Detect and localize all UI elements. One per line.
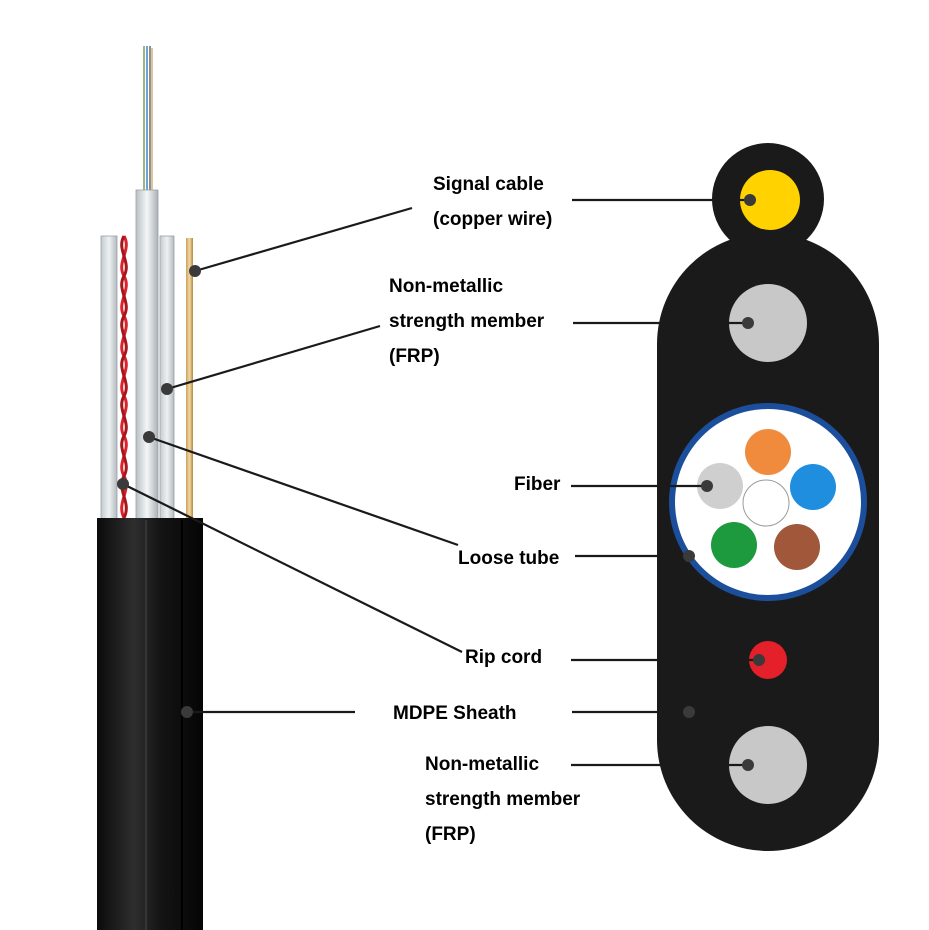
- label-line: (copper wire): [433, 209, 553, 230]
- label-line: strength member: [425, 789, 581, 810]
- rip-cord-side: [120, 235, 128, 519]
- label-line: (FRP): [389, 346, 440, 367]
- cable-side-view: [97, 46, 203, 930]
- loose-tube-side: [135, 189, 159, 521]
- label-loose-tube: Loose tube: [458, 548, 560, 569]
- label-line: Non-metallic: [425, 754, 540, 775]
- strength-member-top: [729, 284, 807, 362]
- label-fiber: Fiber: [514, 474, 561, 495]
- label-line: Signal cable: [433, 174, 544, 195]
- label-line: strength member: [389, 311, 545, 332]
- fiber-gray: [697, 463, 743, 509]
- center-fiber: [742, 479, 790, 527]
- fiber-brown: [774, 524, 820, 570]
- label-signal-cable: Signal cable (copper wire): [433, 167, 552, 237]
- frp-side-right: [159, 235, 175, 521]
- label-mdpe-sheath: MDPE Sheath: [393, 703, 517, 724]
- leader-dots: [117, 194, 765, 771]
- fiber-blue: [790, 464, 836, 510]
- fiber-green: [711, 522, 757, 568]
- fiber-orange: [745, 429, 791, 475]
- label-line: (FRP): [425, 824, 476, 845]
- leader-lines: [122, 198, 759, 767]
- label-strength-member-bottom: Non-metallic strength member (FRP): [425, 747, 580, 852]
- frp-side-left: [100, 235, 118, 521]
- label-rip-cord: Rip cord: [465, 647, 543, 668]
- label-strength-member-top: Non-metallic strength member (FRP): [389, 269, 544, 374]
- exposed-fibers: [143, 46, 153, 190]
- copper-wire-side: [186, 238, 193, 520]
- signal-cable-core: [740, 170, 800, 230]
- strength-member-bottom: [729, 726, 807, 804]
- sheath-side: [97, 518, 203, 930]
- label-line: Non-metallic: [389, 276, 504, 297]
- cable-cross-section: [657, 143, 879, 851]
- rip-cord-section: [749, 641, 787, 679]
